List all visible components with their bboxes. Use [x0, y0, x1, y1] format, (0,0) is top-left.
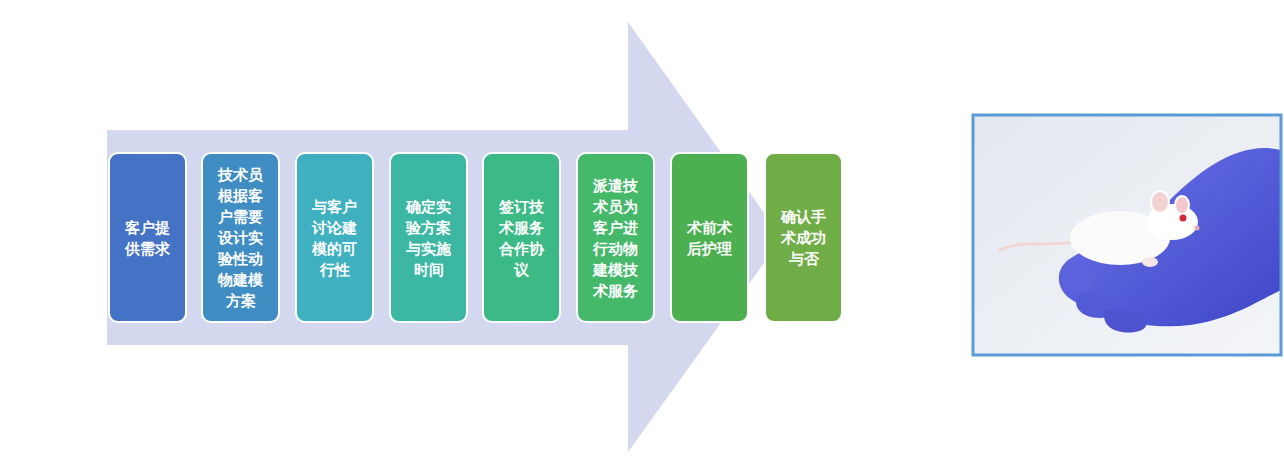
process-box: 派遣技 术员为 客户进 行动物 建模技 术服务: [576, 152, 655, 323]
photo-ground: [973, 115, 1281, 355]
process-box: 技术员 根据客 户需要 设计实 验性动 物建模 方案: [201, 152, 280, 323]
step-label: 客户提 供需求: [123, 217, 173, 259]
process-box: 确定实 验方案 与实施 时间: [389, 152, 468, 323]
photo-frame: [973, 115, 1281, 355]
mouse-ear: [1151, 191, 1169, 213]
step-label: 技术员 根据客 户需要 设计实 验性动 物建模 方案: [216, 164, 266, 311]
process-box: 客户提 供需求: [108, 152, 187, 323]
step-label: 派遣技 术员为 客户进 行动物 建模技 术服务: [591, 175, 641, 301]
mouse-nose: [1195, 226, 1200, 231]
process-box: 与客户 讨论建 模的可 行性: [295, 152, 374, 323]
mouse-ear: [1175, 196, 1189, 214]
mouse-photo: [973, 115, 1281, 355]
step-label: 确定实 验方案 与实施 时间: [404, 196, 454, 280]
mouse-tail: [1000, 242, 1075, 250]
glove-finger: [1104, 310, 1147, 333]
process-box: 确认手 术成功 与否: [764, 152, 843, 323]
mouse-eye: [1180, 215, 1187, 222]
mouse-paw: [1142, 257, 1158, 267]
step-label: 签订技 术服务 合作协 议: [497, 196, 547, 280]
glove-hand: [1059, 148, 1281, 326]
step-label: 与客户 讨论建 模的可 行性: [310, 196, 360, 280]
process-arrow: [107, 22, 782, 452]
glove-finger: [1060, 262, 1096, 292]
process-box: 签订技 术服务 合作协 议: [482, 152, 561, 323]
process-box: 术前术 后护理: [670, 152, 749, 323]
step-label: 术前术 后护理: [685, 217, 735, 259]
step-label: 确认手 术成功 与否: [779, 206, 829, 269]
